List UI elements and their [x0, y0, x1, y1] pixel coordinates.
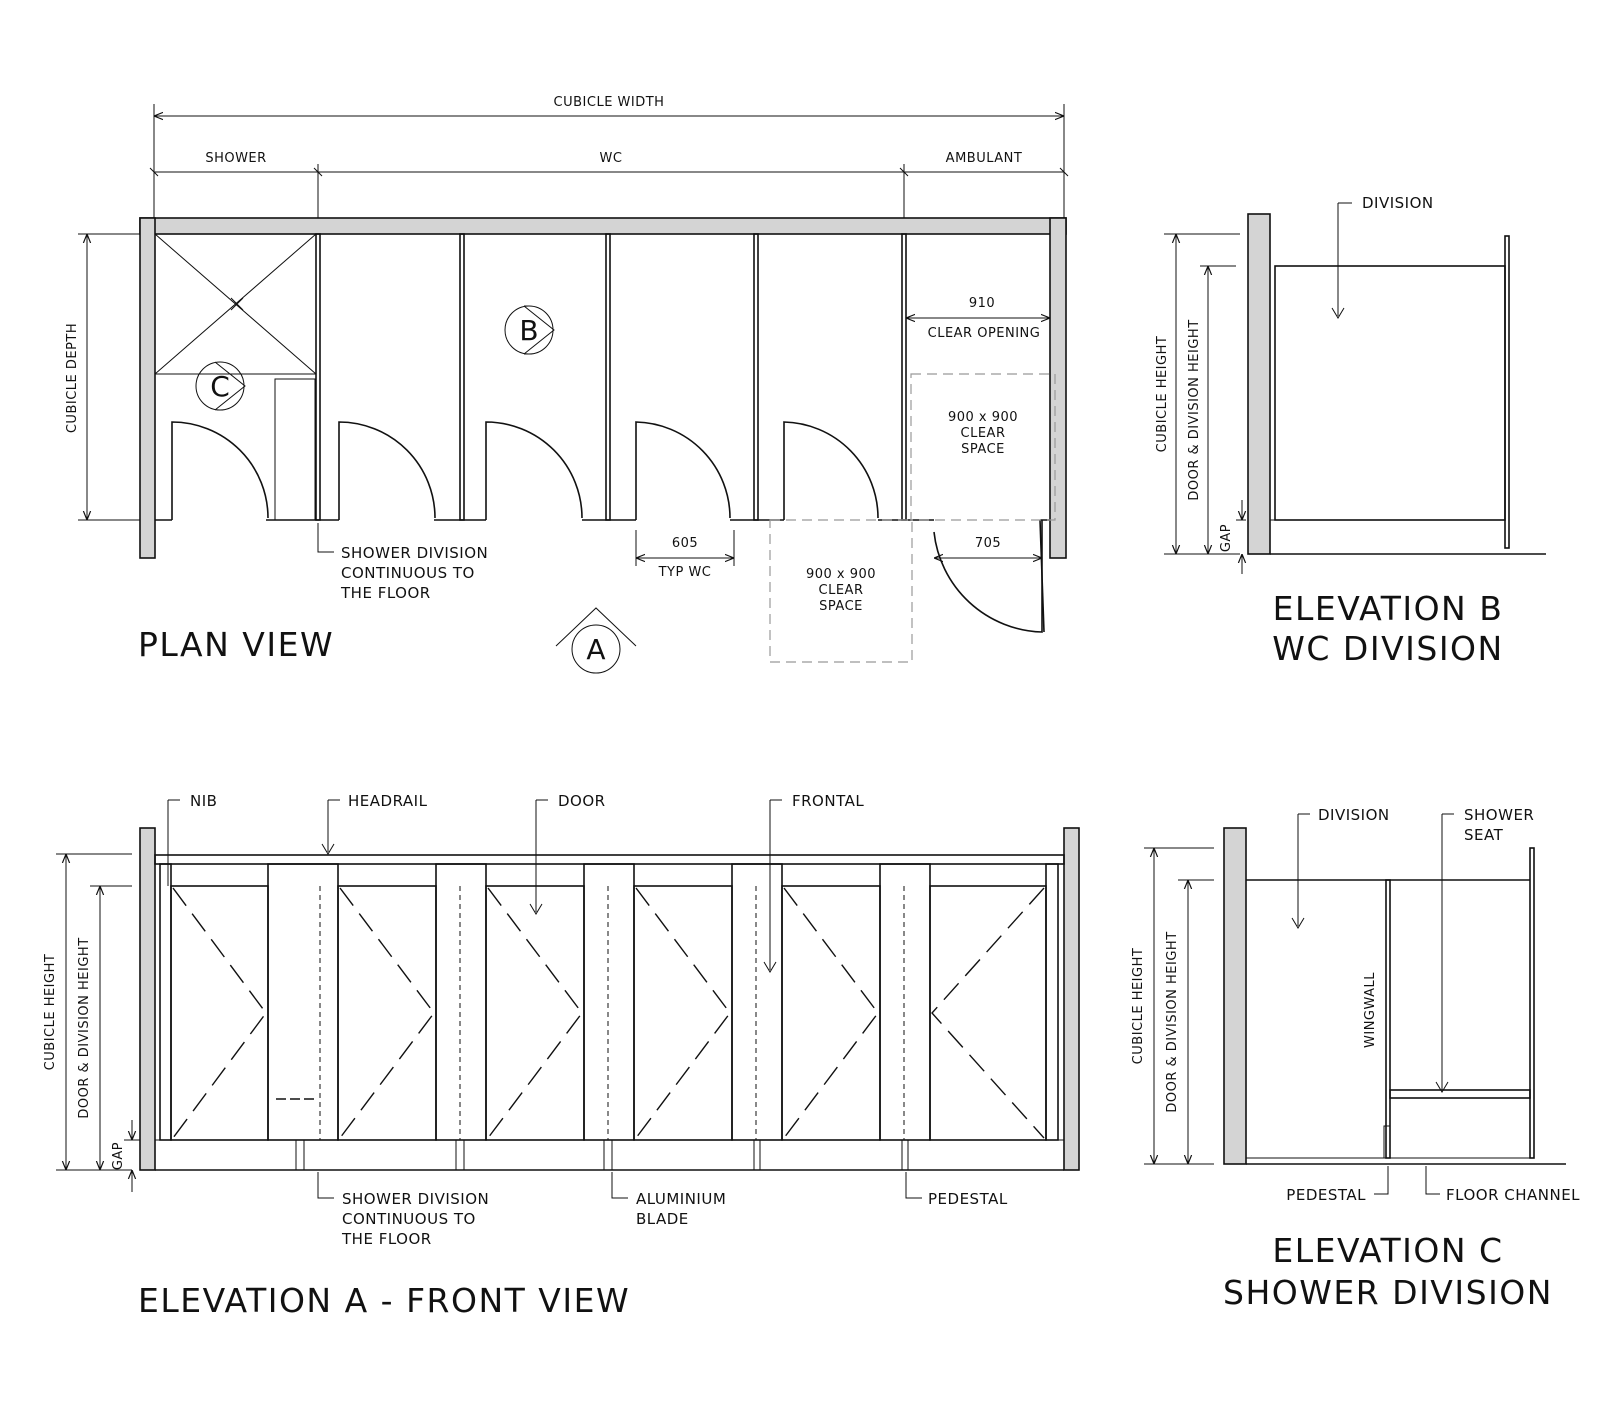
aluminium-blades: [276, 886, 905, 1140]
cubicle-depth-label: CUBICLE DEPTH: [65, 323, 80, 433]
nib-label: NIB: [190, 792, 217, 810]
section-tag-a: A: [555, 607, 637, 674]
headrail: [154, 854, 1065, 865]
elev-c-cubicle-height-label: CUBICLE HEIGHT: [1131, 948, 1146, 1065]
svg-text:B: B: [519, 314, 538, 347]
plan-width-dimensions: CUBICLE WIDTH SHOWER WC AMBULANT: [149, 95, 1069, 222]
elevation-c: DIVISION SHOWER SEAT WINGWALL CUBICLE HE…: [1131, 806, 1580, 1312]
typ-wc-label: TYP WC: [658, 565, 712, 580]
shower-seat-plan: [274, 378, 316, 521]
section-tag-c: C: [195, 361, 246, 411]
wingwall-label: WINGWALL: [1363, 972, 1378, 1048]
elev-c-pedestal-label: PEDESTAL: [1286, 1186, 1366, 1204]
doors: [170, 885, 1047, 1141]
elev-b-cubicle-height-label: CUBICLE HEIGHT: [1155, 336, 1170, 453]
dim-910-label: 910: [969, 296, 995, 311]
elev-c-division-label: DIVISION: [1318, 806, 1390, 824]
elev-b-gap-label: GAP: [1219, 524, 1234, 552]
svg-text:C: C: [210, 370, 230, 403]
pedestals: [295, 1139, 909, 1171]
inner-clear-space: [910, 373, 1056, 521]
elev-c-title-2: SHOWER DIVISION: [1223, 1273, 1553, 1312]
elev-b-title-2: WC DIVISION: [1272, 629, 1503, 668]
shower-width-label: SHOWER: [205, 151, 266, 166]
plan-shower-note-line-1: SHOWER DIVISION: [341, 544, 488, 562]
wc-width-label: WC: [600, 151, 623, 166]
plan-view: CUBICLE WIDTH SHOWER WC AMBULANT CUBICLE…: [65, 95, 1069, 674]
wingwall: [1385, 879, 1391, 1159]
elevation-a: NIB HEADRAIL DOOR FRONTAL CUBICLE HEIGHT…: [43, 792, 1080, 1320]
plan-shower-note-line-2: CONTINUOUS TO: [341, 564, 475, 582]
shower-seat-label-line-1: SHOWER: [1464, 806, 1534, 824]
plan-shower-note-line-3: THE FLOOR: [340, 584, 431, 602]
elev-b-door-height-label: DOOR & DIVISION HEIGHT: [1187, 319, 1202, 500]
elev-a-shower-note-line-3: THE FLOOR: [341, 1230, 432, 1248]
cubicle-width-label: CUBICLE WIDTH: [554, 95, 665, 110]
section-tag-b: B: [504, 305, 555, 355]
elev-a-title: ELEVATION A - FRONT VIEW: [138, 1281, 630, 1320]
plan-door-swings: [338, 421, 1045, 633]
elev-b-division-label: DIVISION: [1362, 194, 1434, 212]
frontal-label: FRONTAL: [792, 792, 864, 810]
elev-c-door-height-label: DOOR & DIVISION HEIGHT: [1165, 931, 1180, 1112]
elev-a-door-height-label: DOOR & DIVISION HEIGHT: [77, 937, 92, 1118]
elev-a-cubicle-height-label: CUBICLE HEIGHT: [43, 954, 58, 1071]
floor-channel-label: FLOOR CHANNEL: [1446, 1186, 1580, 1204]
dim-705-label: 705: [975, 536, 1001, 551]
ambulant-width-label: AMBULANT: [946, 151, 1023, 166]
plan-partitions: [155, 233, 1050, 521]
elev-a-gap-label: GAP: [111, 1142, 126, 1170]
plan-depth-dimension: CUBICLE DEPTH: [65, 233, 142, 521]
svg-text:A: A: [586, 633, 605, 666]
blade-label-line-2: BLADE: [636, 1210, 689, 1228]
elevation-b: DIVISION CUBICLE HEIGHT DOOR & DIVISION …: [1155, 194, 1546, 668]
outer-clear-space-line-1: 900 x 900: [806, 567, 876, 582]
outer-clear-space-line-3: SPACE: [819, 599, 863, 614]
elev-c-title-1: ELEVATION C: [1272, 1231, 1503, 1270]
door-label: DOOR: [558, 792, 606, 810]
elev-a-shower-note-line-2: CONTINUOUS TO: [342, 1210, 476, 1228]
shower-seat-elevation: [1389, 1089, 1531, 1099]
elev-a-shower-note-line-1: SHOWER DIVISION: [342, 1190, 489, 1208]
dim-605-label: 605: [672, 536, 698, 551]
elev-b-title-1: ELEVATION B: [1273, 589, 1504, 628]
plan-view-title: PLAN VIEW: [138, 625, 334, 664]
inner-clear-space-line-2: CLEAR: [961, 426, 1006, 441]
outer-clear-space: [769, 519, 913, 663]
blade-label-line-1: ALUMINIUM: [636, 1190, 726, 1208]
clear-opening-label: CLEAR OPENING: [928, 326, 1041, 341]
plan-shower-cubicle: [154, 233, 317, 521]
headrail-label: HEADRAIL: [348, 792, 428, 810]
inner-clear-space-line-1: 900 x 900: [948, 410, 1018, 425]
inner-clear-space-line-3: SPACE: [961, 442, 1005, 457]
shower-seat-label-line-2: SEAT: [1464, 826, 1504, 844]
plan-walls: [139, 217, 1067, 559]
outer-clear-space-line-2: CLEAR: [819, 583, 864, 598]
elev-a-pedestal-label: PEDESTAL: [928, 1190, 1008, 1208]
